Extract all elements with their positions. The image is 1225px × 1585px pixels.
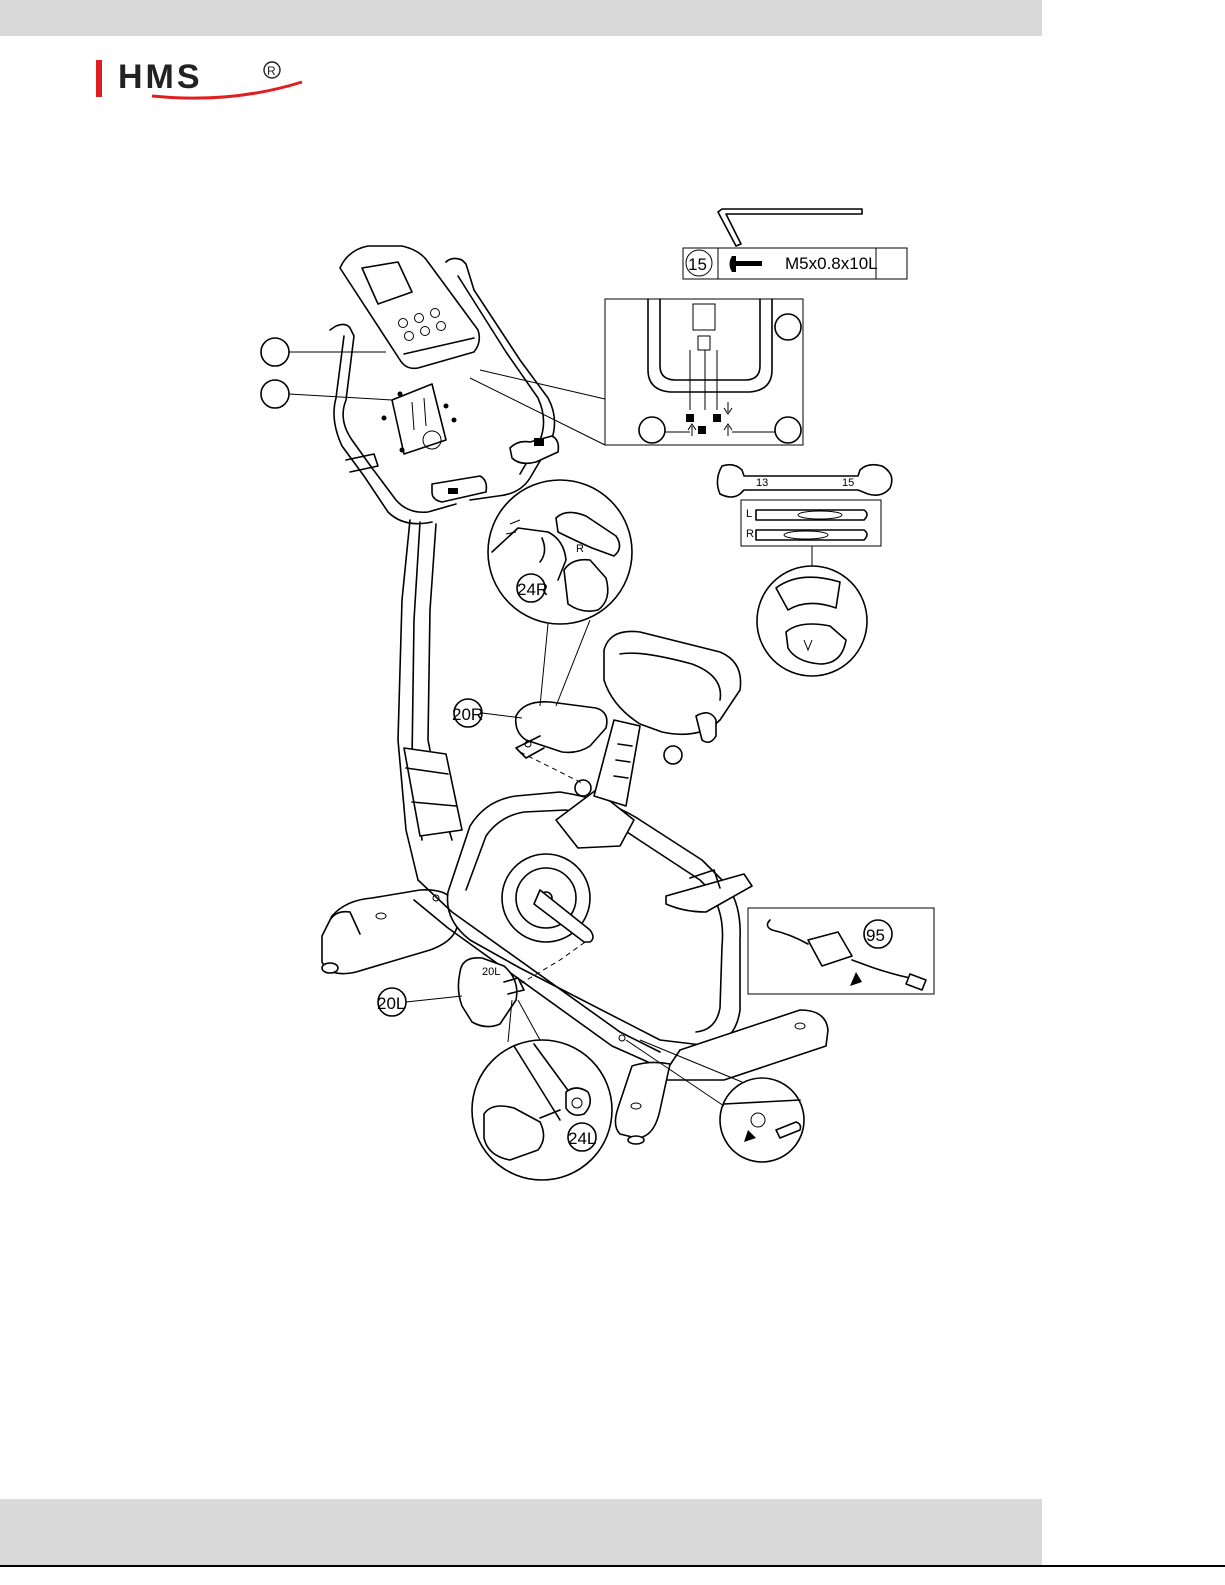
callout-circle: [261, 380, 289, 408]
callout-circle: [261, 338, 289, 366]
callout-circle: [775, 417, 801, 443]
callout-95: 95: [866, 926, 885, 945]
callout-20r: 20R: [452, 705, 483, 724]
pedal-right-icon: [516, 702, 607, 758]
callout-20l: 20L: [377, 994, 405, 1013]
crank-left-detail: 24L: [472, 1040, 612, 1180]
upright-post-icon: [398, 520, 462, 880]
mounting-plate-icon: [382, 384, 457, 454]
strap-left-marker: L: [746, 508, 752, 520]
screw-icon: [730, 256, 763, 272]
screw-spec: M5x0.8x10L: [785, 254, 878, 273]
footer-bar: [0, 1499, 1042, 1565]
crank-right-detail: R 24R: [488, 480, 632, 624]
console-icon: [340, 246, 479, 368]
wrench-icon: 13 15: [717, 465, 891, 497]
callout-circle: [775, 314, 801, 340]
wrench-size-13: 13: [756, 477, 768, 489]
pedal-l-marker: 20L: [482, 966, 500, 978]
power-jack-detail: [720, 1078, 804, 1162]
strap-install-detail: [757, 566, 867, 676]
pedal-strap-panel: L R: [741, 500, 881, 546]
footer-rule: [0, 1565, 1225, 1567]
pedal-left-icon: 20L: [458, 958, 524, 1027]
front-stabilizer-icon: [322, 890, 458, 974]
part-15-label: 15: [688, 255, 707, 274]
console-detail-box: [605, 299, 803, 445]
hardware-box: 15 M5x0.8x10L: [683, 248, 907, 279]
wrench-size-15: 15: [842, 477, 854, 489]
callout-24r: 24R: [517, 580, 548, 599]
crank-r-marker: R: [576, 543, 584, 555]
callout-24l: 24L: [568, 1129, 596, 1148]
callout-circle: [639, 417, 665, 443]
allen-key-icon: [718, 209, 862, 246]
power-adapter-box: 95: [748, 908, 934, 994]
strap-right-marker: R: [746, 528, 754, 540]
